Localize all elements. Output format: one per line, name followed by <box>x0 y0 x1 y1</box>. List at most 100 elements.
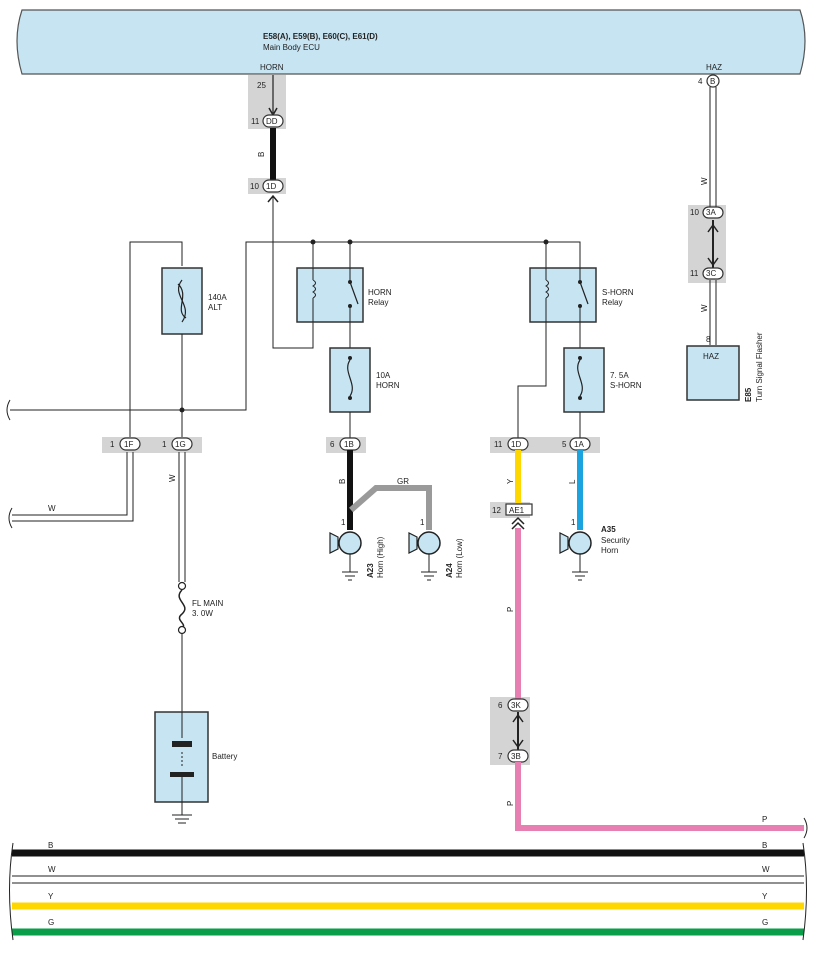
fl-main-fusible-link: FL MAIN 3. 0W <box>177 581 223 635</box>
svg-text:AE1: AE1 <box>509 506 525 515</box>
svg-text:1G: 1G <box>175 440 186 449</box>
svg-text:10A: 10A <box>376 371 391 380</box>
svg-text:1A: 1A <box>574 440 584 449</box>
svg-text:DD: DD <box>266 117 278 126</box>
svg-text:3K: 3K <box>511 701 521 710</box>
connector-1d-top: 1D 10 <box>250 179 284 193</box>
relay-coil-ground-wire <box>272 196 314 349</box>
horn-high: 1 A23 Horn (High) <box>329 518 385 581</box>
svg-text:Y: Y <box>762 892 768 901</box>
svg-text:10: 10 <box>690 208 699 217</box>
connector-1b: 1B 6 <box>330 437 361 451</box>
svg-text:P: P <box>506 607 515 612</box>
svg-text:6: 6 <box>498 701 503 710</box>
svg-text:P: P <box>506 801 515 806</box>
svg-text:1: 1 <box>162 440 167 449</box>
svg-text:W: W <box>48 504 56 513</box>
svg-text:HORN: HORN <box>368 288 392 297</box>
svg-text:A35: A35 <box>601 525 616 534</box>
battery: Battery <box>154 711 237 815</box>
svg-text:Relay: Relay <box>368 298 388 307</box>
shorn-relay: S-HORN Relay <box>529 267 634 323</box>
svg-text:S-HORN: S-HORN <box>610 381 642 390</box>
connector-3c: 3C 11 <box>690 267 724 280</box>
fuse-7-5a-shorn: 7. 5A S-HORN <box>563 347 642 413</box>
svg-text:Relay: Relay <box>602 298 622 307</box>
svg-text:A23: A23 <box>366 563 375 578</box>
svg-text:11: 11 <box>494 440 503 449</box>
svg-text:3B: 3B <box>511 752 521 761</box>
svg-text:3A: 3A <box>706 208 716 217</box>
connector-ae1: AE1 12 <box>492 503 533 516</box>
svg-text:1F: 1F <box>124 440 133 449</box>
svg-text:P: P <box>762 815 767 824</box>
svg-text:Horn: Horn <box>601 546 618 555</box>
svg-text:W: W <box>700 177 709 185</box>
svg-text:11: 11 <box>251 117 260 126</box>
ecu-codes: E58(A), E59(B), E60(C), E61(D) <box>263 32 378 41</box>
svg-text:B: B <box>48 841 53 850</box>
ecu-name: Main Body ECU <box>263 43 320 52</box>
connector-1f: 1F 1 <box>110 437 141 451</box>
svg-text:L: L <box>568 479 577 484</box>
svg-text:W: W <box>48 865 56 874</box>
svg-text:12: 12 <box>492 506 501 515</box>
svg-text:1: 1 <box>110 440 115 449</box>
svg-text:GR: GR <box>397 477 409 486</box>
svg-text:W: W <box>168 474 177 482</box>
svg-text:Security: Security <box>601 536 630 545</box>
fuse-140a-alt: 140A ALT <box>161 267 227 335</box>
connector-blocks <box>102 75 726 765</box>
svg-text:3C: 3C <box>706 269 716 278</box>
svg-text:8: 8 <box>706 335 711 344</box>
svg-text:1D: 1D <box>511 440 521 449</box>
haz-conn-label: B <box>710 77 715 86</box>
svg-text:ALT: ALT <box>208 303 222 312</box>
connector-1a: 1A 5 <box>562 437 591 451</box>
security-horn: 1 A35 Security Horn <box>559 518 630 581</box>
svg-text:S-HORN: S-HORN <box>602 288 634 297</box>
svg-text:10: 10 <box>250 182 259 191</box>
gray-wire-gr <box>349 485 432 530</box>
ecu-horn-pin: 25 <box>257 81 266 90</box>
alt-feed-wire <box>129 241 183 437</box>
horn-relay: HORN Relay <box>296 267 392 323</box>
main-body-ecu: E58(A), E59(B), E60(C), E61(D) Main Body… <box>16 9 806 75</box>
svg-text:1: 1 <box>420 518 425 527</box>
svg-text:1: 1 <box>341 518 346 527</box>
connector-1g: 1G 1 <box>162 437 193 451</box>
svg-text:HAZ: HAZ <box>703 352 719 361</box>
svg-text:W: W <box>762 865 770 874</box>
ecu-haz-pin: 4 <box>698 77 703 86</box>
ecu-haz-label: HAZ <box>706 63 722 72</box>
horn-low: 1 A24 Horn (Low) <box>408 518 464 581</box>
pink-wire-p-lower <box>515 762 804 831</box>
svg-text:5: 5 <box>562 440 567 449</box>
battery-ground <box>172 814 192 824</box>
svg-text:Horn (High): Horn (High) <box>376 536 385 578</box>
legend-bus: B B W W Y Y G G <box>9 841 807 941</box>
svg-text:Turn Signal Flasher: Turn Signal Flasher <box>755 332 764 402</box>
power-bus-wire <box>10 241 581 411</box>
svg-text:1B: 1B <box>344 440 354 449</box>
svg-text:3. 0W: 3. 0W <box>192 609 213 618</box>
svg-text:1D: 1D <box>266 182 276 191</box>
svg-text:7: 7 <box>498 752 503 761</box>
connector-3a: 3A 10 <box>690 206 724 219</box>
svg-text:Horn (Low): Horn (Low) <box>455 538 464 578</box>
svg-text:A24: A24 <box>445 563 454 578</box>
svg-text:6: 6 <box>330 440 335 449</box>
svg-text:140A: 140A <box>208 293 227 302</box>
svg-text:HORN: HORN <box>376 381 400 390</box>
connector-1d: 1D 11 <box>494 437 529 451</box>
haz-connector <box>706 74 720 88</box>
svg-text:B: B <box>338 479 347 484</box>
svg-text:E85: E85 <box>744 387 753 402</box>
svg-text:7. 5A: 7. 5A <box>610 371 629 380</box>
svg-text:Y: Y <box>506 478 515 484</box>
svg-text:Y: Y <box>48 892 54 901</box>
svg-text:11: 11 <box>690 269 699 278</box>
turn-signal-flasher: HAZ E85 Turn Signal Flasher <box>686 332 764 402</box>
wire-b-label: B <box>257 152 266 157</box>
